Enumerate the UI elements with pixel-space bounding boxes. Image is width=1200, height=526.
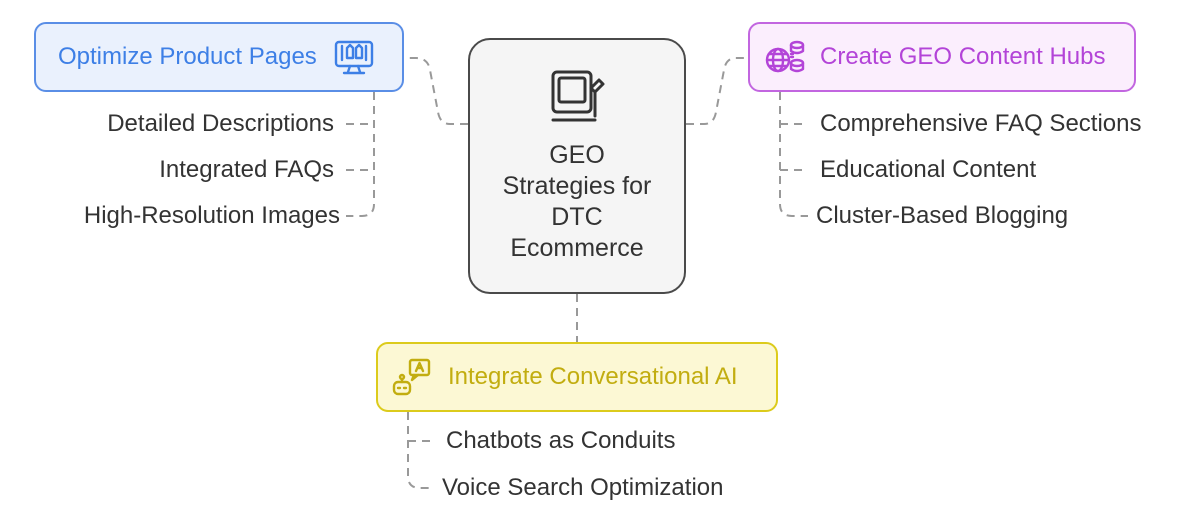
connector-center-product-pages [404, 57, 468, 125]
connector-conversational-ai-items [407, 412, 434, 489]
branch-label-conversational-ai: Integrate Conversational AI [448, 363, 738, 390]
list-item-chatbots-as-conduits: Chatbots as Conduits [446, 427, 676, 454]
branch-optimize-product-pages: Optimize Product Pages [34, 22, 404, 92]
list-item-comprehensive-faq-sections: Comprehensive FAQ Sections [820, 110, 1142, 137]
center-node: GEO Strategies for DTC Ecommerce [468, 38, 686, 294]
connector-content-hubs-items [779, 92, 808, 217]
monitor-rocket-icon [334, 40, 373, 75]
list-item-detailed-descriptions: Detailed Descriptions [107, 110, 334, 137]
chatbot-icon [392, 358, 431, 396]
list-item-high-resolution-images: High-Resolution Images [83, 202, 340, 229]
branch-integrate-conversational-ai: Integrate Conversational AI [376, 342, 778, 412]
branch-label-product-pages: Optimize Product Pages [58, 43, 317, 70]
pen-tablet-icon [551, 70, 605, 122]
list-item-cluster-based-blogging: Cluster-Based Blogging [816, 202, 1069, 229]
center-title: GEO Strategies for DTC Ecommerce [502, 141, 652, 262]
connector-center-content-hubs [686, 57, 748, 125]
list-item-educational-content: Educational Content [820, 156, 1037, 183]
list-item-voice-search-optimization: Voice Search Optimization [442, 474, 724, 501]
branch-label-content-hubs: Create GEO Content Hubs [820, 43, 1106, 70]
connector-product-pages-items [346, 92, 375, 217]
branch-create-geo-content-hubs: Create GEO Content Hubs [748, 22, 1136, 92]
globe-database-icon [765, 40, 805, 73]
list-item-integrated-faqs: Integrated FAQs [159, 156, 334, 183]
